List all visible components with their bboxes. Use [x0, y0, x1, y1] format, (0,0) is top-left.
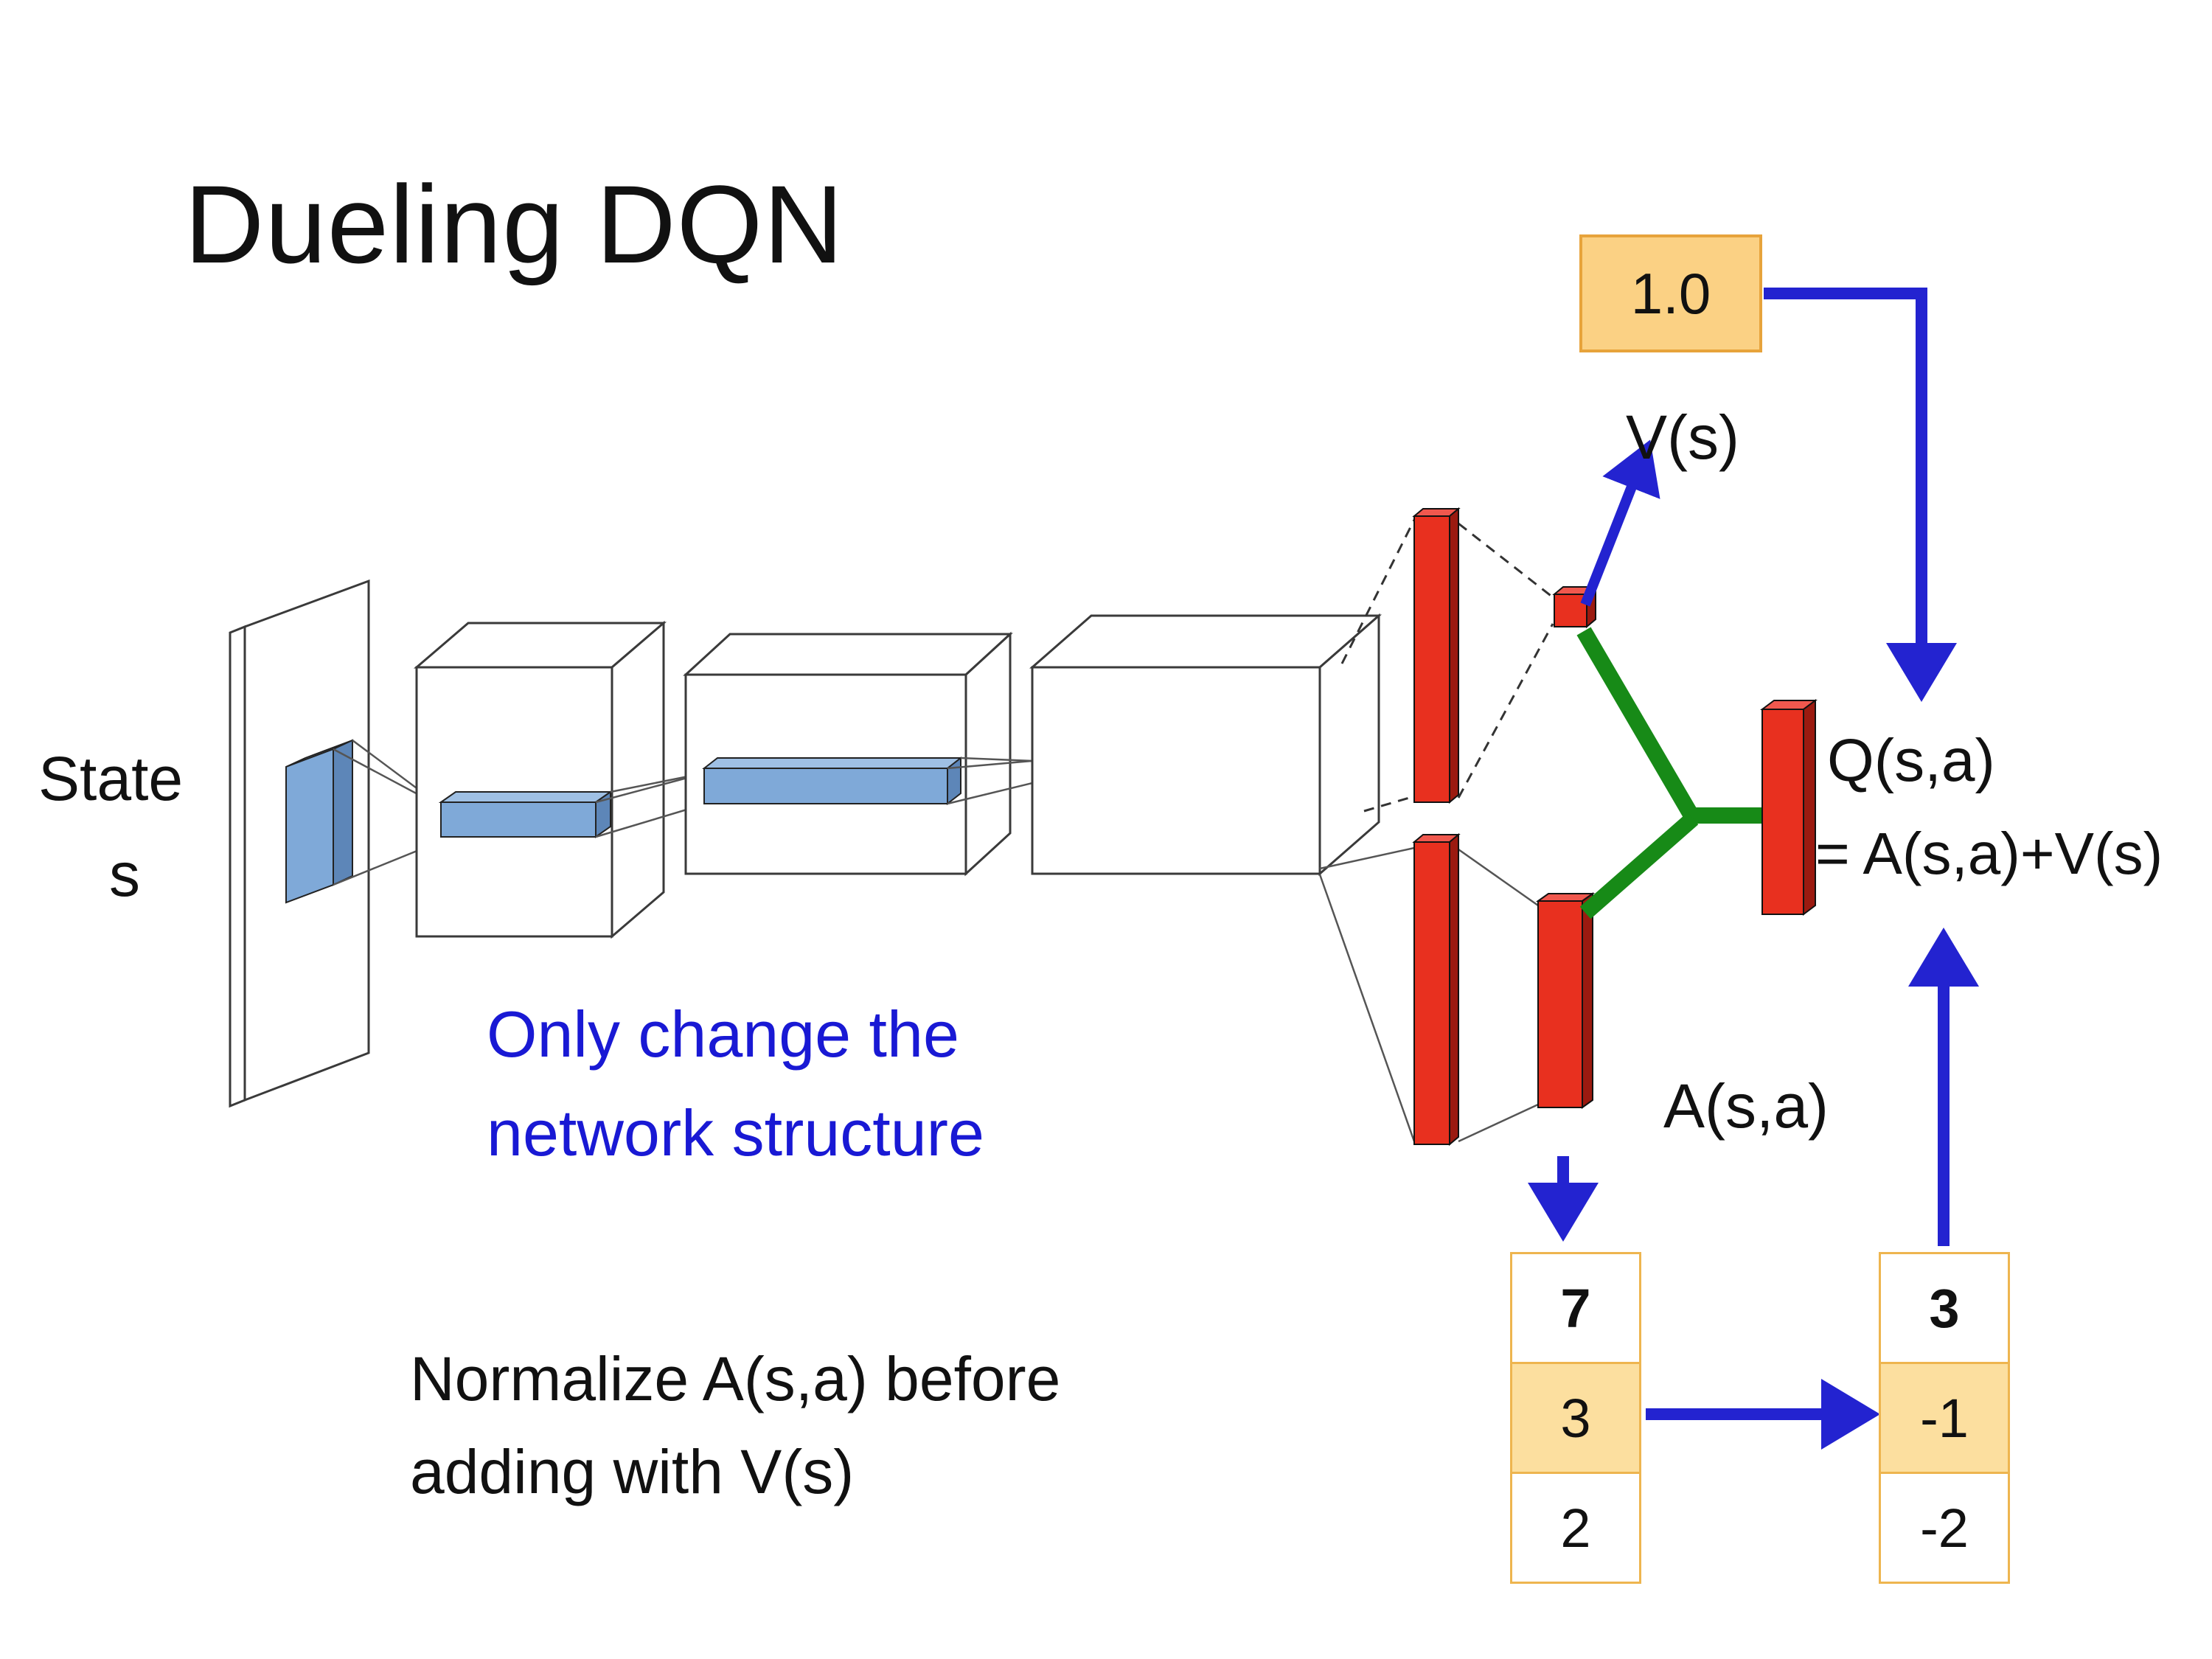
advantage-cell-0: 7 [1512, 1254, 1639, 1364]
v-label: V(s) [1626, 403, 1739, 472]
note-black-line2: adding with V(s) [410, 1437, 855, 1506]
advantage-output-bar [1535, 892, 1596, 1109]
value-output-box: 1.0 [1579, 234, 1762, 352]
merge-green-lines [1576, 627, 1764, 919]
state-label-s: s [109, 840, 140, 909]
arrow-value-to-q [1764, 288, 1957, 702]
q-label: Q(s,a) [1827, 727, 1995, 794]
normalized-values-table: 3 -1 -2 [1879, 1252, 2010, 1584]
conv2-box [683, 631, 1013, 877]
dashed-value-stream-lines [1340, 519, 1554, 813]
note-blue-line2: network structure [487, 1096, 984, 1169]
conv2-feature-bar [702, 756, 963, 806]
input-feature-box [285, 739, 353, 904]
conv1-feature-bar [438, 790, 613, 838]
fc-box [1029, 613, 1382, 877]
normalized-cell-1: -1 [1881, 1364, 2008, 1474]
blue-arrows [1528, 288, 1979, 1450]
note-blue-line1: Only change the [487, 998, 959, 1071]
q-equation-label: = A(s,a)+V(s) [1815, 821, 2163, 886]
arrow-node-to-vs [1580, 439, 1660, 607]
value-stream-fc-bar [1412, 507, 1461, 804]
q-output-bar [1760, 699, 1818, 916]
slide-title: Dueling DQN [184, 162, 844, 286]
a-label: A(s,a) [1663, 1071, 1829, 1141]
advantage-cell-2: 2 [1512, 1474, 1639, 1582]
advantage-cell-1: 3 [1512, 1364, 1639, 1474]
state-label: State [38, 744, 184, 813]
note-black-line1: Normalize A(s,a) before [410, 1344, 1061, 1413]
conv1-box [413, 620, 667, 939]
connector-lines-fc [947, 757, 1033, 805]
normalized-cell-2: -2 [1881, 1474, 2008, 1582]
advantage-values-table: 7 3 2 [1510, 1252, 1641, 1584]
solid-advantage-stream-lines [1318, 846, 1539, 1143]
advantage-stream-fc-bar [1412, 832, 1461, 1147]
normalized-cell-0: 3 [1881, 1254, 2008, 1364]
